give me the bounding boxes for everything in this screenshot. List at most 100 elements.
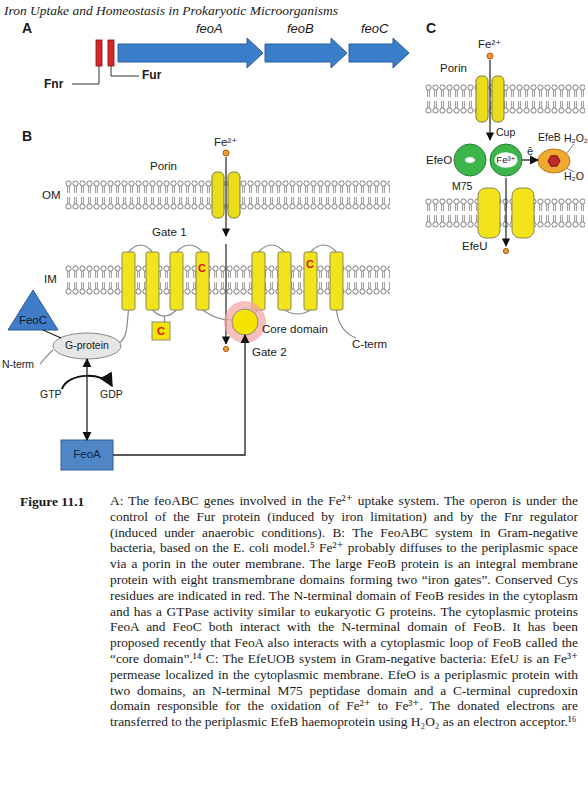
- tm-helix: [170, 252, 183, 310]
- gene-arrow-shape: [265, 38, 347, 68]
- bilayer: [425, 84, 585, 114]
- text-label: Fe²⁺: [478, 38, 501, 51]
- node-text: feoC: [361, 22, 388, 36]
- node-outline: [118, 22, 263, 68]
- gprotein-ellipse: G-protein: [53, 333, 121, 359]
- bilayer: [425, 198, 585, 228]
- promoter-box: [108, 40, 114, 66]
- text-label: OM: [42, 189, 61, 202]
- node-text: FeoA: [61, 448, 113, 461]
- node-text: Fe³⁺: [490, 155, 522, 165]
- node-outline: [538, 149, 570, 173]
- text-label: EfeO: [426, 154, 452, 167]
- node-text: feoB: [287, 22, 314, 36]
- permease-half: [512, 188, 534, 238]
- text-label: Cup: [496, 126, 515, 138]
- gene-arrow-shape: [349, 38, 409, 68]
- connector: [43, 330, 61, 338]
- glow-shape: [224, 301, 266, 343]
- text-label: Fnr: [44, 78, 63, 92]
- text-label: N-term: [2, 358, 34, 370]
- tm-helix: [122, 252, 135, 310]
- text-label: Fur: [142, 69, 161, 83]
- text-label: A: [22, 20, 32, 36]
- cysteine-box: C: [152, 322, 170, 340]
- node-text: EfeB: [538, 132, 561, 144]
- promoter-box: [96, 40, 102, 66]
- text-label: C-term: [352, 338, 387, 351]
- circle-shape: [232, 309, 258, 335]
- tm-helix: [196, 252, 209, 310]
- text-label: B: [22, 128, 32, 144]
- node-text: Core domain: [262, 323, 328, 336]
- node-text: G-protein: [53, 340, 121, 352]
- leader-line: [111, 66, 139, 76]
- ellipse-shape: [53, 333, 121, 359]
- porin-half: [492, 76, 504, 122]
- iron-ion: [503, 248, 508, 253]
- permease-half: [478, 188, 500, 238]
- protein-box: FeoA: [61, 440, 113, 470]
- peptidase-domain: [454, 144, 486, 176]
- gene-arrow: feoC: [349, 22, 409, 68]
- text-label: C: [426, 20, 436, 36]
- haem-hexagon: [548, 156, 560, 166]
- text-label: IM: [44, 273, 57, 286]
- protein-triangle: FeoC: [8, 290, 58, 330]
- inner-membrane: [425, 198, 585, 228]
- connector: [113, 335, 245, 455]
- triangle-shape: [8, 290, 58, 330]
- text-label: EfeU: [462, 240, 488, 253]
- edge-label: ē: [527, 145, 533, 157]
- connector: [86, 359, 87, 440]
- text-label: C: [198, 262, 206, 275]
- outer-membrane: [425, 84, 585, 114]
- text-label: Fe²⁺: [214, 136, 237, 149]
- haemoprotein-ellipse: EfeB: [538, 149, 570, 173]
- ellipse-shape: [538, 149, 570, 173]
- node-text: C: [152, 325, 170, 337]
- gene-arrow: feoB: [265, 22, 347, 68]
- text-label: Iron Uptake and Homeostasis in Prokaryot…: [4, 3, 338, 19]
- domain-pocket: [465, 157, 475, 163]
- connector: [522, 159, 538, 160]
- iron-path-arrow: [505, 178, 506, 246]
- tm-helix: [304, 252, 317, 310]
- leader-line: [72, 66, 99, 84]
- text-label: H₂O₂: [564, 132, 588, 144]
- node-text: FeoC: [8, 314, 58, 327]
- node-outline: [232, 309, 258, 335]
- figure-caption: A: The feoABC genes involved in the Fe²⁺…: [110, 493, 578, 730]
- tm-helix: [252, 252, 265, 310]
- protein-loop: [40, 245, 356, 364]
- tm-helix: [278, 252, 291, 310]
- cupredoxin-circle: Fe³⁺: [490, 144, 522, 176]
- tm-helix: [146, 252, 159, 310]
- square-shape: [152, 322, 170, 340]
- text-label: Gate 2: [252, 346, 287, 359]
- iron-ion: [223, 346, 228, 351]
- gtp-cycle-arrow: [62, 376, 112, 389]
- text-label: Gate 1: [152, 226, 187, 239]
- gene-arrow-shape: [118, 38, 263, 68]
- core-domain-circle: Core domain: [232, 309, 258, 335]
- text-label: Figure 11.1: [20, 494, 84, 510]
- tm-helix: [330, 252, 343, 310]
- gene-arrow: feoA: [118, 22, 263, 68]
- text-label: M75: [452, 180, 472, 192]
- box-shape: [61, 440, 113, 470]
- text-label: Porin: [440, 62, 467, 75]
- porin-half: [228, 172, 240, 218]
- iron-path-arrow: [489, 60, 490, 140]
- text-label: H₂O: [564, 170, 584, 182]
- porin-half: [476, 76, 488, 122]
- text-label: GTP: [40, 388, 62, 400]
- node-text: feoA: [196, 22, 223, 36]
- text-label: GDP: [100, 388, 123, 400]
- iron-ion: [487, 53, 493, 59]
- iron-path-arrow: [225, 157, 226, 236]
- iron-ion: [223, 150, 229, 156]
- text-label: C: [306, 258, 314, 271]
